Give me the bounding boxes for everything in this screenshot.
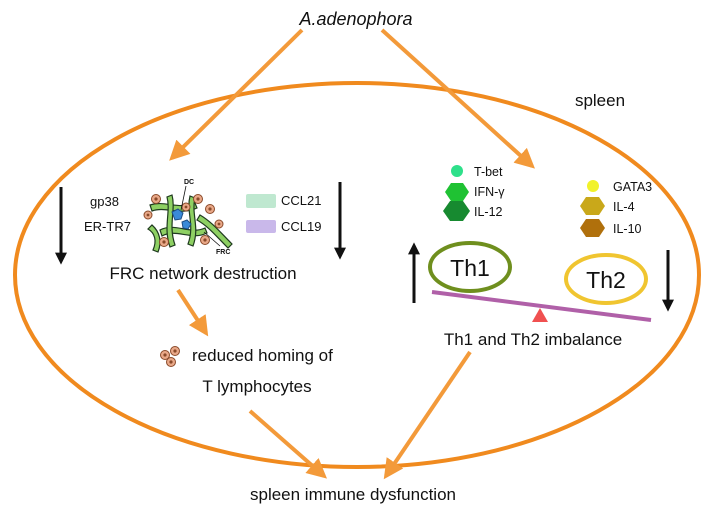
arrow-source-to-th [380,28,535,169]
source-label: A.adenophora [298,9,412,29]
ccl21-label: CCL21 [281,193,321,208]
gata3-circle-icon [587,180,599,192]
homing-line2: T lymphocytes [202,377,311,396]
ccl19-label: CCL19 [281,219,321,234]
frc-label: FRC [216,249,230,256]
arrow-homing-to-outcome [248,409,328,479]
lymphocyte-cluster-icon [160,346,180,367]
arrow-imbalance-to-outcome [383,350,472,480]
frc-network-illustration [143,185,233,253]
lymphocyte-nuclei [163,349,177,364]
il4-hexagon-icon [580,197,605,215]
ifn-gamma-label: IFN-γ [474,185,505,199]
il4-label: IL-4 [613,200,635,214]
arrow-source-to-frc [169,28,304,161]
marker-gp38: gp38 [90,194,119,209]
balance-pivot [532,308,548,322]
th2-label: Th2 [586,267,626,293]
dc-label: DC [184,179,194,186]
tbet-label: T-bet [474,165,503,179]
ccl21-swatch [246,194,276,208]
il10-hexagon-icon [580,219,605,237]
il10-label: IL-10 [613,222,642,236]
tbet-circle-icon [451,165,463,177]
th1-ellipse [428,241,512,293]
spleen-outline [13,81,701,469]
marker-er-tr7: ER-TR7 [84,219,131,234]
balance-beam [431,290,652,322]
th1-label: Th1 [450,255,490,281]
frc-caption: FRC network destruction [109,264,296,283]
spleen-label: spleen [575,91,625,110]
homing-line1: reduced homing of [192,346,333,365]
ifn-gamma-hexagon-icon [445,183,469,201]
il12-label: IL-12 [474,205,503,219]
arrow-frc-to-homing [176,288,209,337]
flow-arrows [169,28,535,480]
il12-hexagon-icon [443,201,470,221]
imbalance-caption: Th1 and Th2 imbalance [444,330,622,349]
ccl19-swatch [246,220,276,233]
th2-ellipse [564,253,648,305]
gata3-label: GATA3 [613,180,652,194]
outcome-label: spleen immune dysfunction [250,485,456,504]
